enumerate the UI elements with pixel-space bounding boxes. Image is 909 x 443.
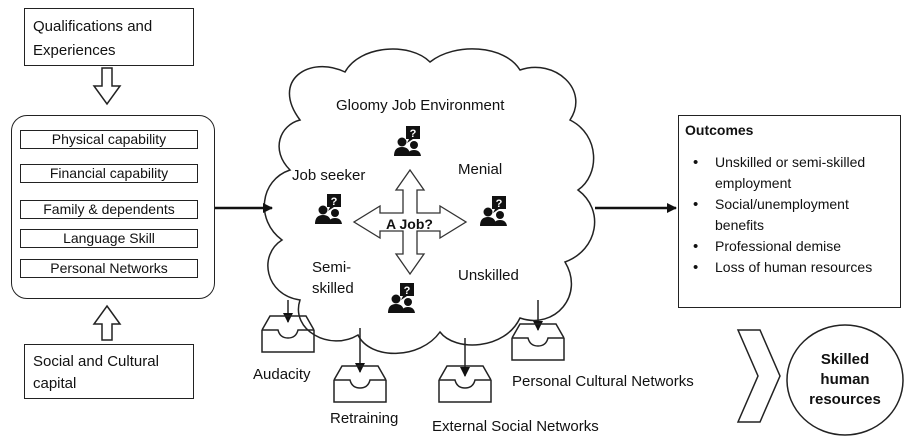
cloud-shape: [263, 48, 596, 355]
cloud-title: Gloomy Job Environment: [336, 97, 505, 114]
label-external-networks: External Social Networks: [432, 418, 599, 435]
question-mark-4: ?: [404, 285, 411, 297]
skilled-resources-label: Skilled human resources: [809, 351, 881, 408]
label-job-seeker: Job seeker: [292, 167, 366, 184]
social-capital-box: Social and Cultural capital: [24, 344, 194, 399]
question-mark-2: ?: [331, 196, 338, 208]
tray-retraining-icon: [333, 328, 387, 403]
capability-language: Language Skill: [20, 229, 198, 248]
tray-external-icon: [438, 338, 492, 403]
outcome-item: Unskilled or semi-skilled employment: [685, 152, 894, 194]
qualifications-box: Qualifications and Experiences: [24, 8, 194, 66]
label-unskilled: Unskilled: [458, 267, 519, 284]
outcome-item: Social/unemployment benefits: [685, 194, 894, 236]
hollow-up-arrow: [92, 304, 122, 341]
question-mark-1: ?: [410, 128, 417, 140]
tray-audacity-icon: [261, 300, 315, 353]
outcomes-list: Unskilled or semi-skilled employment Soc…: [685, 152, 894, 278]
tray-personal-icon: [511, 300, 565, 361]
hollow-down-arrow: [92, 67, 122, 106]
chevron-icon: [736, 329, 781, 423]
outcome-item: Loss of human resources: [685, 257, 894, 278]
question-mark-3: ?: [496, 198, 503, 210]
label-semi-skilled: Semi- skilled: [312, 259, 354, 297]
label-menial: Menial: [458, 161, 503, 178]
capability-physical: Physical capability: [20, 130, 198, 149]
social-capital-text: Social and Cultural capital: [33, 353, 159, 392]
capability-family: Family & dependents: [20, 200, 198, 219]
four-way-arrow: [352, 168, 468, 276]
label-a-job: A Job?: [386, 216, 433, 232]
label-retraining: Retraining: [330, 410, 399, 427]
label-personal-networks: Personal Cultural Networks: [512, 373, 694, 390]
label-audacity: Audacity: [253, 366, 311, 383]
capability-networks: Personal Networks: [20, 259, 198, 278]
outcome-item: Professional demise: [685, 236, 894, 257]
qualifications-text: Qualifications and Experiences: [33, 18, 153, 59]
skilled-ellipse: [786, 324, 904, 436]
outcomes-box: Outcomes Unskilled or semi-skilled emplo…: [678, 115, 901, 308]
capability-financial: Financial capability: [20, 164, 198, 183]
outcomes-title: Outcomes: [685, 122, 754, 138]
capabilities-box: Physical capability Financial capability…: [11, 115, 215, 299]
